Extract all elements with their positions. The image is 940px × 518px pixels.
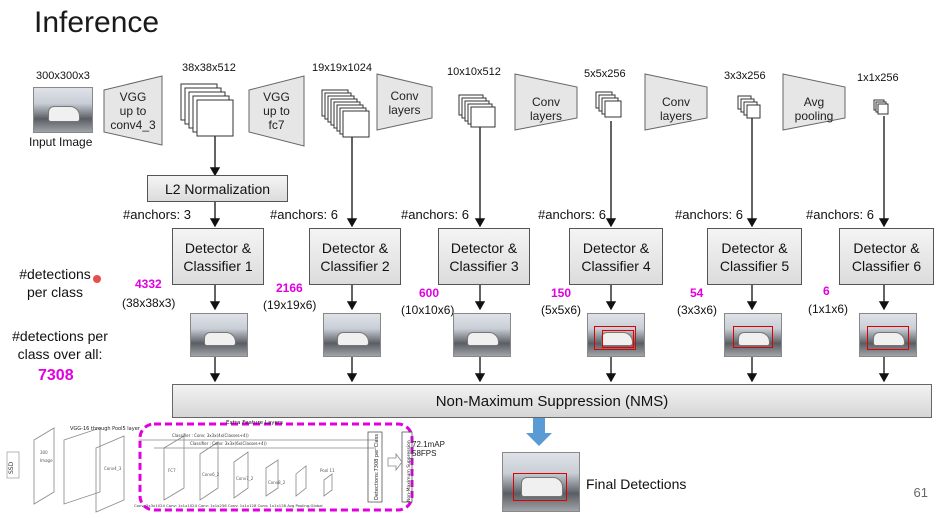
dims-3: 3x3x256 (724, 70, 766, 82)
detector-4: Detector & Classifier 4 (569, 228, 663, 285)
formula-6: (1x1x6) (808, 302, 849, 316)
slide-title: Inference (34, 6, 160, 39)
formula-2: (19x19x6) (263, 298, 317, 312)
count-3: 600 (419, 286, 440, 300)
inset-side-300: 300 (40, 450, 48, 455)
inset-vgg-label: VGG-16 through Pool5 layer (70, 426, 141, 432)
dims-10: 10x10x512 (447, 66, 501, 78)
stage-trapezoid-2 (248, 75, 305, 147)
page-number: 61 (913, 485, 928, 500)
pointer-dot (93, 275, 101, 283)
result-thumb-6 (859, 313, 917, 357)
feature-map-3 (737, 95, 761, 119)
inset-classifier2: Classifier : Conv: 3x3x(6x(Classes+4)) (190, 441, 267, 446)
feature-map-5 (595, 91, 622, 118)
stage-label-6: Avg pooling (794, 95, 834, 123)
ssd-architecture-inset: SSD 300 Image VGG-16 through Pool5 layer… (4, 418, 445, 514)
inset-bottom-labels: Conv: 3x3x1024 Conv: 1x1x1024 Conv: 1x1x… (134, 503, 323, 508)
result-thumb-1 (190, 313, 248, 357)
inset-dashed-border (138, 422, 414, 512)
detections-overall-label: #detections per class over all: (12, 328, 108, 362)
stage-trapezoid-4 (514, 73, 578, 131)
input-label: Input Image (29, 135, 93, 149)
final-image (502, 452, 580, 512)
dims-38: 38x38x512 (182, 62, 236, 74)
result-thumb-3 (453, 313, 511, 357)
feature-map-1 (873, 99, 889, 115)
nms-bar: Non-Maximum Suppression (NMS) (172, 384, 932, 418)
l2-normalization-box: L2 Normalization (147, 175, 288, 202)
inset-conv6-2: Conv6_2 (202, 472, 220, 477)
stage-trapezoid-1 (103, 75, 163, 146)
dims-19: 19x19x1024 (312, 62, 372, 74)
dims-5: 5x5x256 (584, 68, 626, 80)
anchors-5: #anchors: 6 (675, 207, 743, 222)
detections-total: 7308 (38, 367, 74, 384)
ssd-inset-svg: SSD 300 Image VGG-16 through Pool5 layer… (6, 420, 414, 513)
anchors-2: #anchors: 6 (270, 207, 338, 222)
inset-extra-label: Extra Feature Layers (226, 420, 283, 426)
anchors-3: #anchors: 6 (401, 207, 469, 222)
result-thumb-2 (323, 313, 381, 357)
inset-ssd-label: SSD (8, 461, 15, 474)
feature-map-19 (321, 89, 370, 138)
dims-1: 1x1x256 (857, 72, 899, 84)
stage-trapezoid-3 (376, 73, 433, 131)
nms-down-arrow (526, 418, 552, 446)
inset-classifier1: Classifier : Conv: 3x3x(4x(Classes+4)) (172, 433, 249, 438)
count-6: 6 (823, 284, 830, 298)
feature-map-10 (458, 94, 496, 128)
anchors-6: #anchors: 6 (806, 207, 874, 222)
stage-label-2: VGG up to fc7 (263, 90, 290, 132)
inset-conv7-2: Conv7_2 (236, 476, 254, 481)
formula-5: (3x3x6) (677, 303, 718, 317)
detector-2: Detector & Classifier 2 (309, 228, 401, 285)
detector-3: Detector & Classifier 3 (438, 228, 530, 285)
final-label: Final Detections (586, 476, 687, 492)
feature-map-38 (180, 83, 234, 137)
stage-trapezoid-6 (782, 73, 846, 131)
anchors-1: #anchors: 3 (123, 207, 191, 222)
detector-1: Detector & Classifier 1 (172, 228, 264, 285)
inset-map: 72.1mAP 58FPS (412, 440, 445, 458)
stage-trapezoid-5 (644, 73, 708, 131)
inset-side-nms: Non-Maximum Suppression (406, 440, 412, 502)
detector-5: Detector & Classifier 5 (707, 228, 802, 285)
count-4: 150 (551, 286, 572, 300)
formula-1: (38x38x3) (122, 296, 176, 310)
inset-side-box: Detections:7308 per Class (374, 434, 380, 500)
input-dims: 300x300x3 (36, 70, 90, 82)
stage-label-3: Conv layers (388, 89, 421, 117)
input-image (33, 87, 93, 133)
formula-3: (10x10x6) (401, 303, 455, 317)
count-2: 2166 (276, 281, 303, 295)
stage-label-4: Conv layers (529, 95, 562, 123)
detections-per-class-label: #detections per class (19, 266, 91, 300)
stage-label-1: VGG up to conv4_3 (110, 90, 156, 132)
result-thumb-5 (724, 313, 782, 357)
count-1: 4332 (135, 277, 162, 291)
anchors-4: #anchors: 6 (538, 207, 606, 222)
count-5: 54 (690, 286, 704, 300)
detector-6: Detector & Classifier 6 (839, 228, 934, 285)
inset-image-label: Image (40, 458, 53, 463)
result-thumb-4 (587, 313, 645, 357)
formula-4: (5x5x6) (541, 303, 582, 317)
inset-fc7: FC7 (168, 468, 176, 473)
stage-label-5: Conv layers (659, 95, 692, 123)
inset-conv8-2: Conv8_2 (268, 480, 286, 485)
inset-conv4-3: Conv4_3 (104, 466, 122, 471)
inset-pool11: Pool 11 (320, 468, 335, 473)
